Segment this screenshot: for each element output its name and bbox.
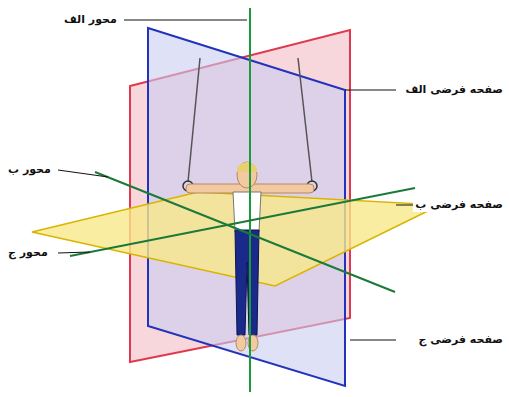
axis-plane-label: صفحه فرضی ب xyxy=(413,197,505,212)
vertical-axis xyxy=(249,8,251,392)
leader-line xyxy=(124,20,247,21)
leader-line xyxy=(345,90,396,91)
ring-rope xyxy=(298,58,312,182)
leader-line xyxy=(350,340,396,341)
axis-plane-label: صفحه فرضی ج xyxy=(416,332,505,347)
axis-plane-label: صفحه فرضی الف xyxy=(403,82,505,97)
axis-plane-label: محور ج xyxy=(6,245,50,260)
axis-line xyxy=(95,172,395,292)
leader-line xyxy=(58,170,108,177)
leader-line xyxy=(58,252,90,253)
axis-plane-label: محور الف xyxy=(62,12,119,27)
axis-line xyxy=(70,188,415,256)
axis-plane-label: محور ب xyxy=(6,162,53,177)
ring-rope xyxy=(188,58,200,182)
